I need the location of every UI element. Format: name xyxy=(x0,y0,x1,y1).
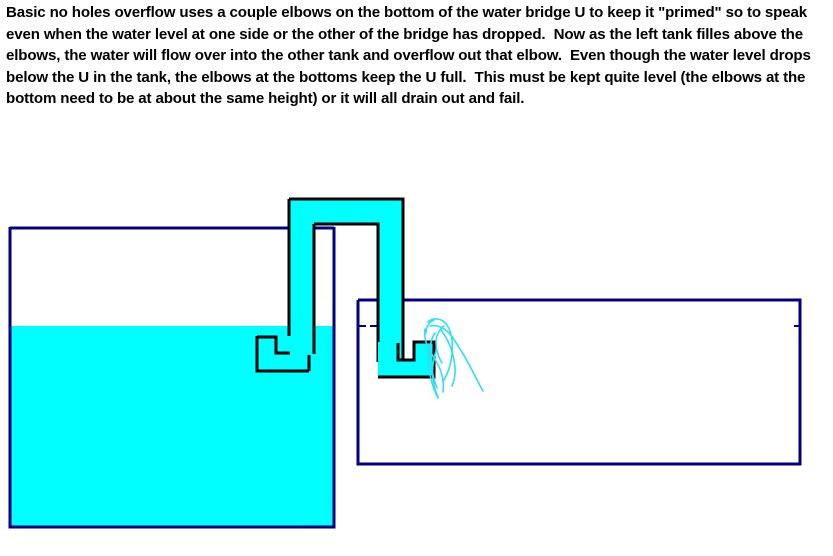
left-tank-elbow xyxy=(255,335,311,373)
left-tank xyxy=(8,226,336,529)
bridge-pipe-outer-outline xyxy=(289,197,405,362)
left-tank-outline xyxy=(8,227,336,529)
right-elbow-water-fill xyxy=(378,342,434,377)
overflow-water-spill-squiggle xyxy=(423,318,484,399)
bridge-pipe-inner-outline xyxy=(314,222,380,362)
spill-stroke-4 xyxy=(428,332,438,389)
left-elbow-outline xyxy=(255,336,309,373)
spill-stroke-7 xyxy=(427,343,439,399)
left-elbow-inner-outline xyxy=(257,335,290,355)
spill-stroke-8 xyxy=(425,319,435,334)
right-tank-elbow xyxy=(378,340,436,379)
right-tank xyxy=(356,298,802,466)
explanatory-caption: Basic no holes overflow uses a couple el… xyxy=(6,4,815,107)
spill-stroke-1 xyxy=(427,318,454,381)
spill-stroke-9 xyxy=(435,325,445,364)
spill-stroke-5 xyxy=(440,329,456,387)
right-tank-outline xyxy=(356,298,802,466)
